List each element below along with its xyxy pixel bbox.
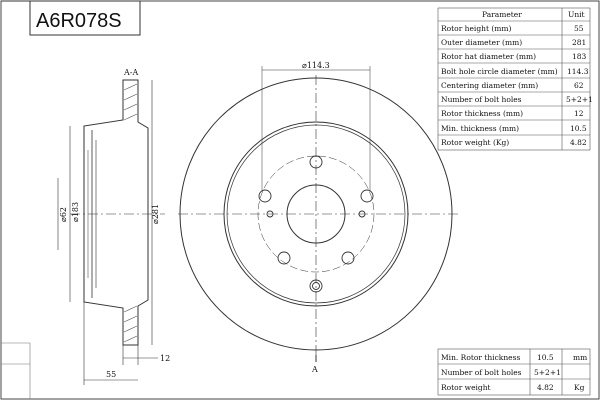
spec-row-value: 55: [574, 24, 584, 33]
spec-row-value: 62: [574, 81, 584, 90]
spec-row-value: 281: [572, 38, 586, 47]
spec-row-value: 183: [572, 52, 587, 61]
friction-inner-edge: [223, 121, 409, 307]
spec-row-value: 12: [574, 109, 584, 118]
part-number: A6R078S: [36, 10, 122, 32]
spec-table-text: Parameter Unit Rotor height (mm) 55 Oute…: [441, 10, 593, 147]
summary-table-text: Min. Rotor thickness 10.5 mm Number of b…: [441, 353, 587, 392]
spec-row-label: Rotor height (mm): [441, 24, 512, 33]
spec-row-value: 5+2+1: [566, 95, 593, 104]
dim-center-diameter: ⌀62: [59, 207, 68, 222]
summary-row-value: 5+2+1: [534, 368, 561, 377]
section-profile: [83, 79, 149, 346]
summary-row-label: Rotor weight: [441, 383, 491, 392]
summary-row-value: 4.82: [537, 383, 554, 392]
bolt-holes: [258, 155, 374, 293]
summary-row-label: Min. Rotor thickness: [441, 353, 520, 362]
dim-bolt-circle: ⌀114.3: [302, 61, 330, 70]
bolt-circle: [257, 155, 375, 273]
summary-row-unit: mm: [573, 353, 587, 362]
dim-hat-diameter: ⌀183: [71, 202, 80, 222]
center-bore: [286, 184, 346, 244]
spec-header-unit: Unit: [568, 10, 585, 19]
spec-row-label: Rotor weight (Kg): [441, 138, 509, 147]
spec-row-label: Outer diameter (mm): [441, 38, 522, 47]
spec-row-label: Min. thickness (mm): [441, 124, 519, 133]
front-view: A ⌀114.3: [178, 61, 460, 374]
dim-thickness: 12: [160, 354, 170, 363]
spec-row-value: 114.3: [567, 67, 589, 76]
dim-outer-diameter: ⌀281: [151, 204, 160, 224]
spec-table: [437, 7, 591, 151]
spec-row-label: Centering diameter (mm): [441, 81, 538, 90]
frame-marks: [1, 342, 31, 399]
summary-row-value: 10.5: [537, 353, 554, 362]
spec-row-label: Rotor thickness (mm): [441, 109, 523, 118]
summary-table: [437, 348, 591, 396]
title-block: A6R078S: [1, 0, 141, 36]
spec-header-parameter: Parameter: [482, 10, 522, 19]
spec-row-value: 4.82: [570, 138, 587, 147]
section-label: A-A: [123, 68, 138, 77]
outer-rim: [179, 77, 453, 351]
spec-row-label: Rotor hat diameter (mm): [441, 52, 536, 61]
section-arrow-label: A: [311, 365, 318, 374]
dim-height: 55: [106, 370, 116, 379]
spec-row-label: Bolt hole circle diameter (mm): [441, 67, 558, 76]
spec-row-label: Number of bolt holes: [441, 95, 522, 104]
summary-row-unit: Kg: [574, 383, 585, 392]
section-hatching: [123, 83, 138, 343]
section-view: A-A ⌀183 ⌀62 ⌀281 12: [57, 68, 170, 385]
summary-row-label: Number of bolt holes: [441, 368, 522, 377]
spec-row-value: 10.5: [570, 124, 587, 133]
